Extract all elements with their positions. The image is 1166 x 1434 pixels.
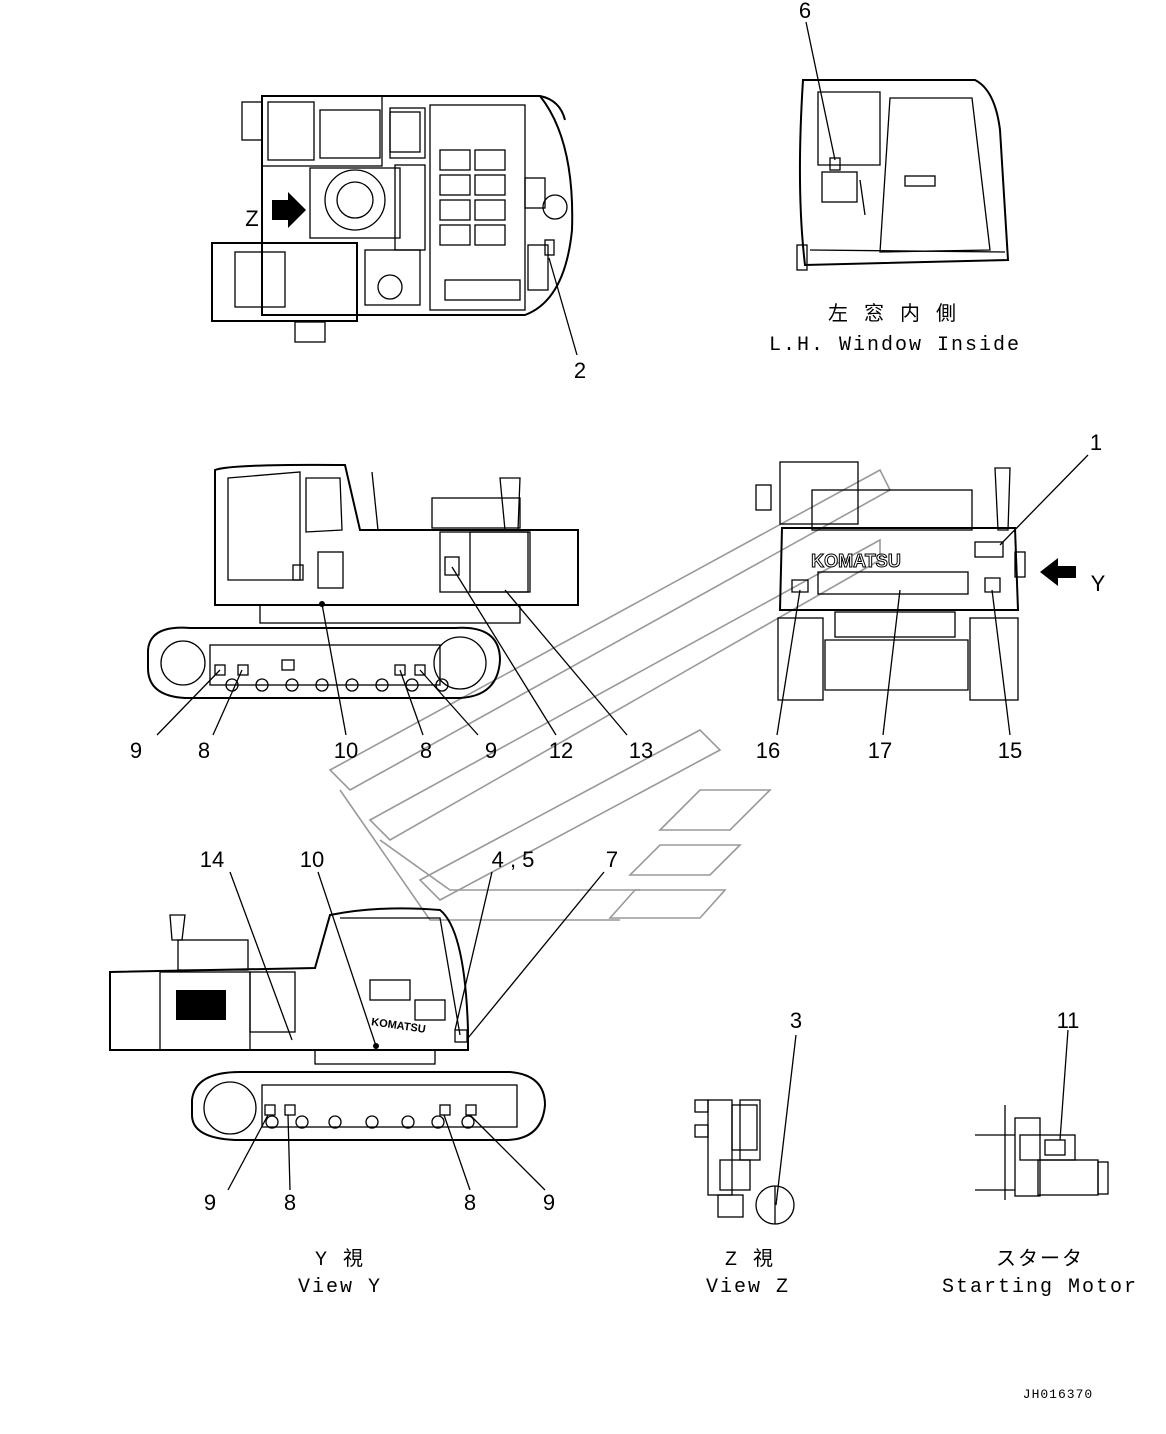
callout-9b: 9	[485, 738, 497, 763]
callout-11: 11	[1057, 1008, 1080, 1033]
side-brand-logo: KOMATSU	[370, 1016, 426, 1036]
rear-brand-logo: KOMATSU	[811, 551, 901, 571]
callout-3: 3	[790, 1008, 802, 1033]
callout-13: 13	[629, 738, 653, 763]
callout-8c: 8	[284, 1190, 296, 1215]
callout-9d: 9	[543, 1190, 555, 1215]
caption-starter-en: Starting Motor	[942, 1276, 1138, 1299]
caption-starter-jp: スタータ	[996, 1247, 1084, 1272]
callout-10b: 10	[300, 847, 324, 872]
callout-2: 2	[574, 358, 586, 383]
rear-view	[755, 461, 1076, 701]
callout-15: 15	[998, 738, 1022, 763]
callout-8a: 8	[198, 738, 210, 763]
caption-view-y-jp: Y 視	[315, 1247, 365, 1272]
caption-window-en: L.H. Window Inside	[769, 334, 1021, 357]
callout-1: 1	[1090, 430, 1102, 455]
starting-motor	[975, 1105, 1109, 1200]
top-view	[211, 95, 574, 343]
drawing-number: JH016370	[1023, 1387, 1093, 1402]
callout-6: 6	[799, 0, 811, 23]
callout-8b: 8	[420, 738, 432, 763]
callout-12: 12	[549, 738, 573, 763]
side-view-right	[109, 907, 547, 1141]
arrow-z-label: Z	[245, 206, 258, 231]
arrow-y-label: Y	[1091, 571, 1106, 596]
callout-16: 16	[756, 738, 780, 763]
caption-view-y-en: View Y	[298, 1276, 382, 1299]
callout-8d: 8	[464, 1190, 476, 1215]
callout-14: 14	[200, 847, 224, 872]
callout-9a: 9	[130, 738, 142, 763]
caption-view-z-jp: Z 視	[725, 1247, 775, 1272]
cab-view	[796, 79, 1010, 271]
callout-9c: 9	[204, 1190, 216, 1215]
view-z	[694, 1099, 795, 1225]
caption-view-z-en: View Z	[706, 1276, 790, 1299]
callout-4-5: 4 , 5	[492, 847, 535, 872]
callout-10a: 10	[334, 738, 358, 763]
callout-7: 7	[606, 847, 618, 872]
callout-17: 17	[868, 738, 892, 763]
side-view-left	[147, 463, 579, 699]
caption-window-jp: 左 窓 内 側	[828, 302, 958, 327]
